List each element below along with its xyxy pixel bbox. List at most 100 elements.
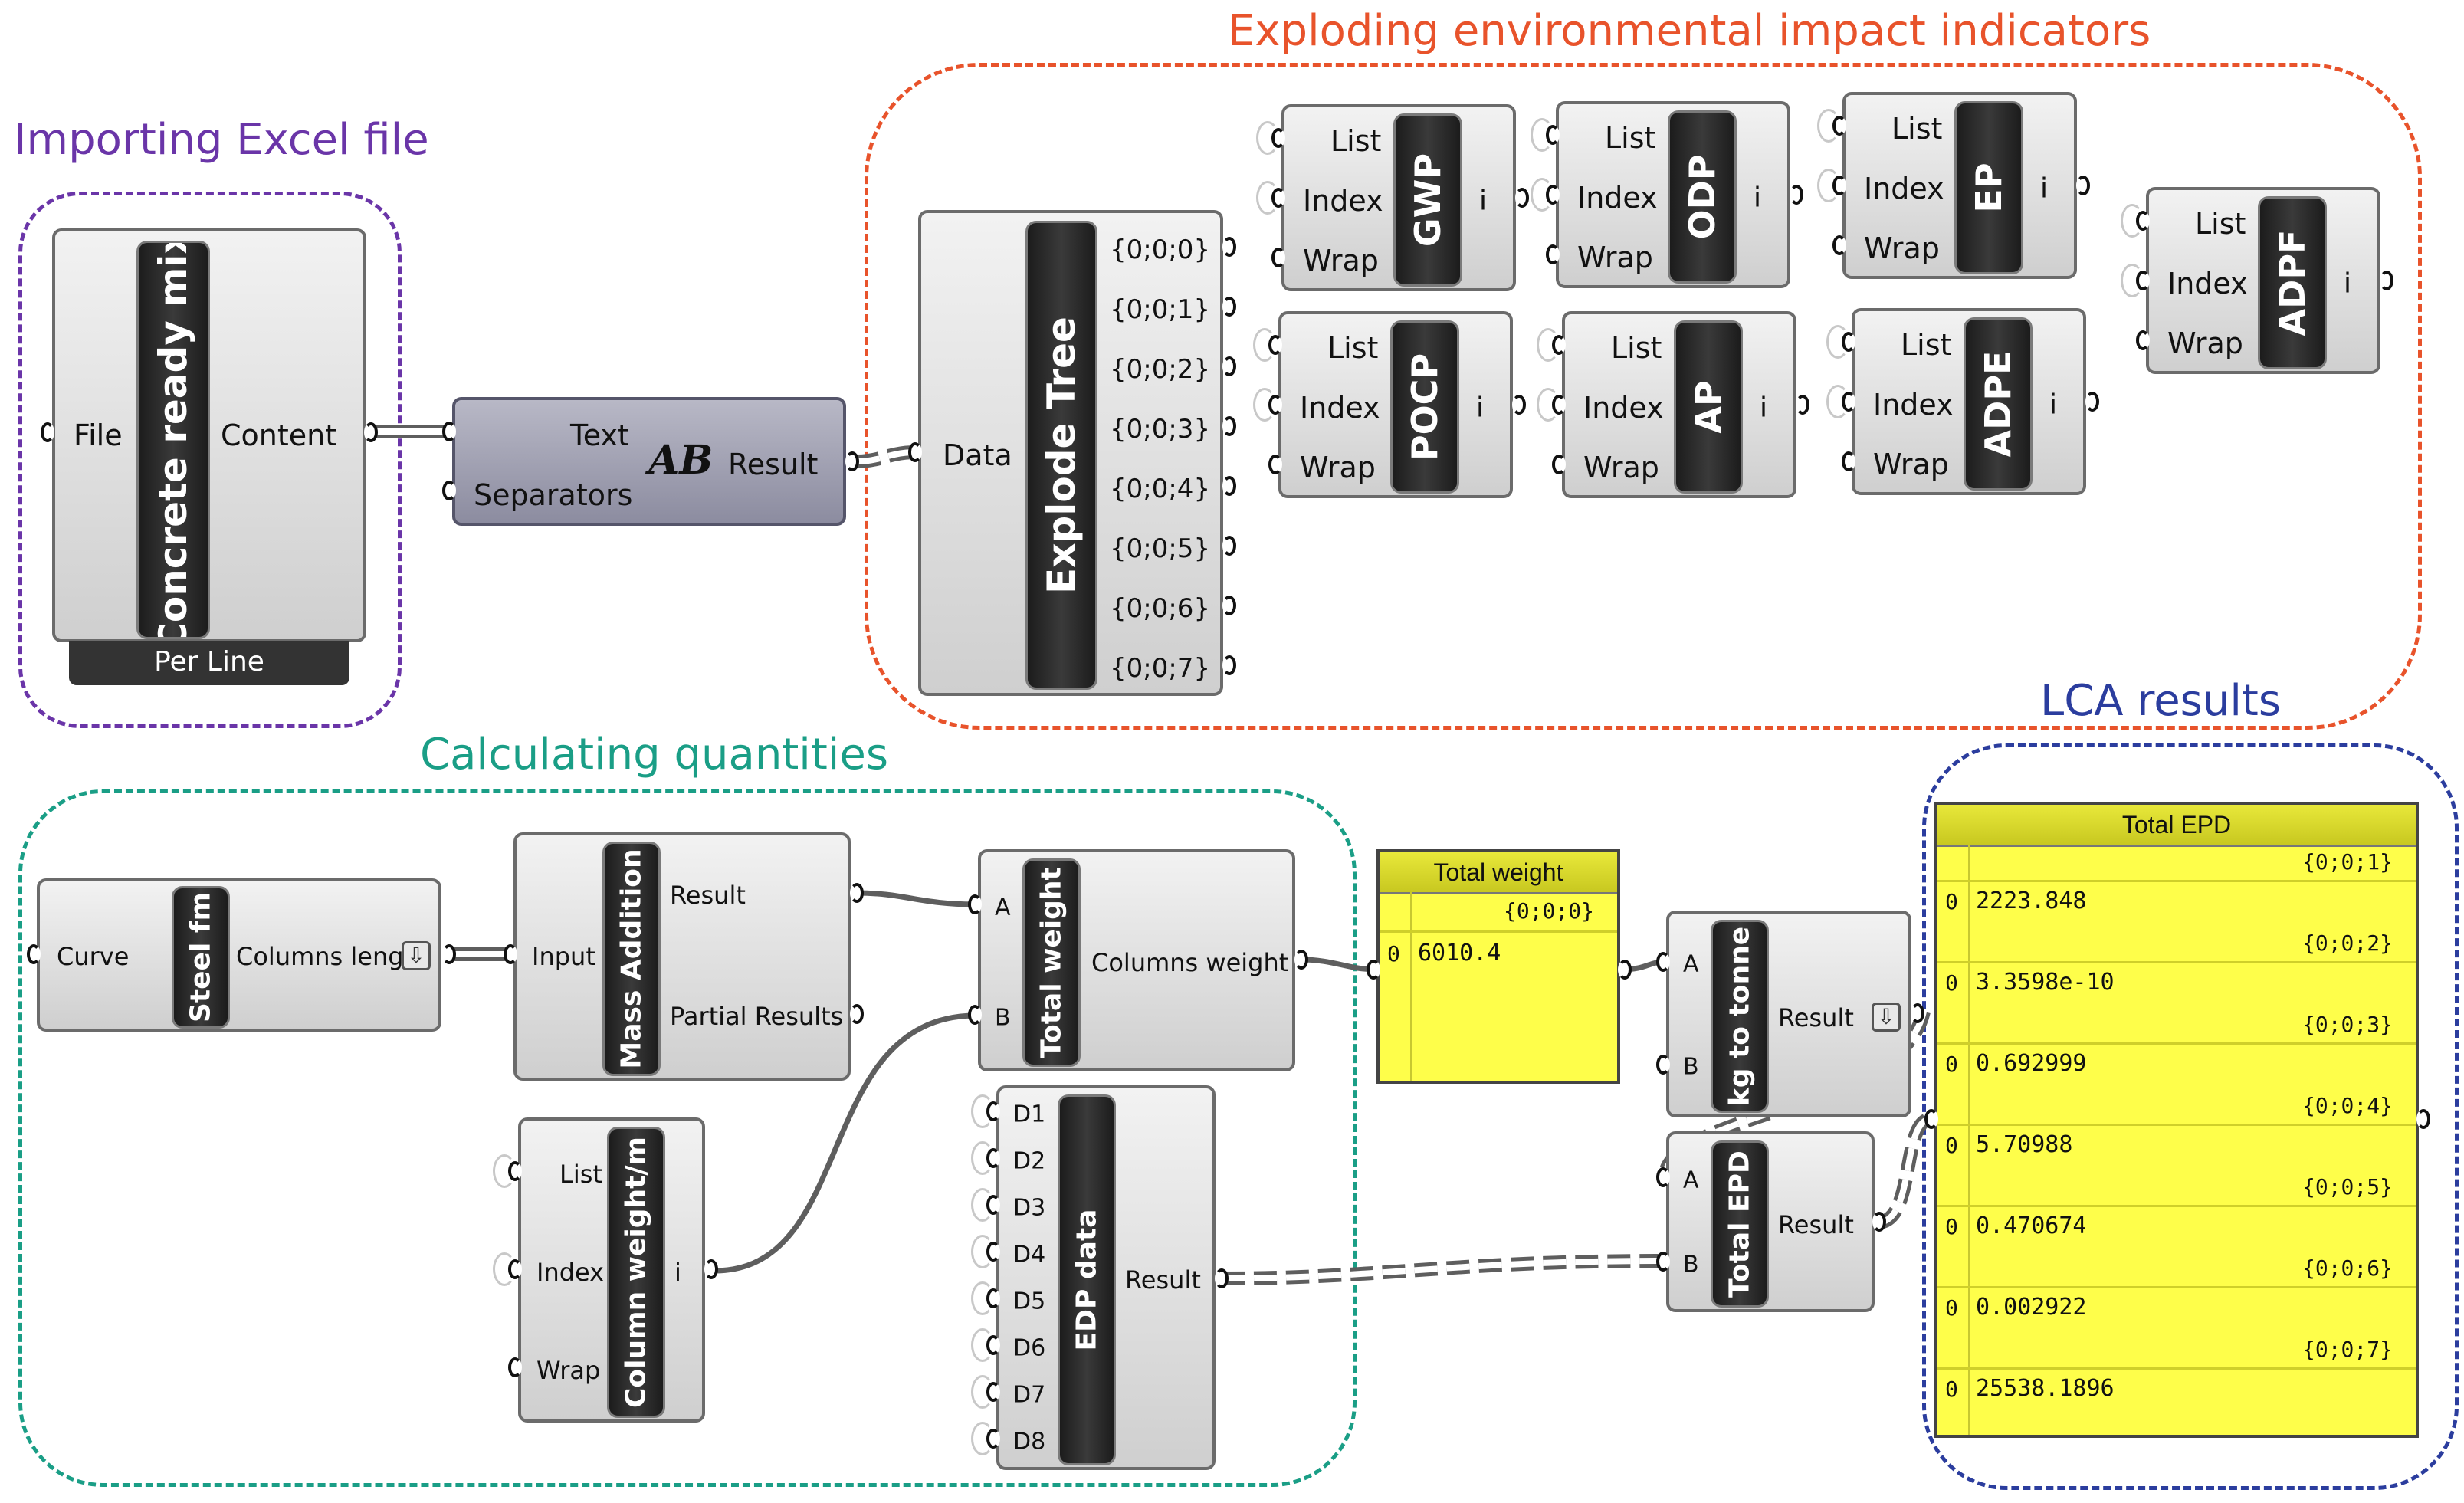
epd-b-port[interactable] bbox=[1656, 1252, 1670, 1272]
ap-output-port[interactable] bbox=[1796, 395, 1809, 415]
colweight-wrap-port[interactable] bbox=[508, 1357, 522, 1377]
adpf-list-port[interactable] bbox=[2136, 211, 2150, 231]
group-import[interactable] bbox=[18, 192, 402, 728]
ep-wrap-port[interactable] bbox=[1832, 235, 1846, 255]
tw-output-label: Columns weight bbox=[1091, 948, 1289, 977]
curve-input-port[interactable] bbox=[27, 944, 41, 964]
separators-input-port[interactable] bbox=[442, 481, 456, 500]
mass-result-port[interactable] bbox=[850, 883, 864, 903]
kg-to-tonne-component[interactable]: kg to tonne A B Result ⇩ bbox=[1666, 911, 1911, 1117]
tw-a-port[interactable] bbox=[968, 894, 982, 914]
file-input-port[interactable] bbox=[41, 422, 54, 442]
ap-list-port[interactable] bbox=[1552, 335, 1566, 355]
content-output-port[interactable] bbox=[364, 422, 378, 442]
epd-output-port[interactable] bbox=[1872, 1212, 1886, 1232]
list-item-pocp[interactable]: POCP List Index Wrap i bbox=[1278, 311, 1513, 498]
tw-output-port[interactable] bbox=[1294, 950, 1308, 970]
ep-list-port[interactable] bbox=[1832, 116, 1846, 136]
odp-index-port[interactable] bbox=[1546, 185, 1560, 205]
data-input-port[interactable] bbox=[908, 442, 922, 462]
edp-d3-port[interactable] bbox=[986, 1195, 1000, 1215]
edp-d5-port[interactable] bbox=[986, 1288, 1000, 1308]
kg-a-port[interactable] bbox=[1656, 952, 1670, 972]
panel-epd-input-port[interactable] bbox=[1924, 1109, 1938, 1129]
list-item-adpe[interactable]: ADPE List Index Wrap i bbox=[1852, 308, 2086, 495]
tw-b-port[interactable] bbox=[968, 1005, 982, 1025]
ep-output-label: i bbox=[2040, 172, 2049, 205]
edp-d4-port[interactable] bbox=[986, 1242, 1000, 1262]
pocp-list-port[interactable] bbox=[1268, 335, 1282, 355]
column-weight-component[interactable]: Column weight/m List Index Wrap i bbox=[518, 1117, 705, 1423]
explode-out-port-4[interactable] bbox=[1222, 476, 1236, 496]
text-split-component[interactable]: Text Separators AB Result bbox=[452, 397, 846, 526]
text-input-port[interactable] bbox=[442, 422, 456, 441]
adpe-output-port[interactable] bbox=[2085, 392, 2099, 412]
columns-length-port[interactable] bbox=[442, 944, 456, 964]
adpe-index-port[interactable] bbox=[1842, 392, 1855, 412]
kg-output-port[interactable] bbox=[1911, 1003, 1924, 1023]
explode-out-port-7[interactable] bbox=[1222, 655, 1236, 675]
edp-d7-port[interactable] bbox=[986, 1382, 1000, 1402]
list-item-ap[interactable]: AP List Index Wrap i bbox=[1562, 311, 1796, 498]
total-epd-panel[interactable]: Total EPD {0;0;1} 0 2223.848 {0;0;2} 0 3… bbox=[1934, 802, 2419, 1438]
edp-d8-port[interactable] bbox=[986, 1429, 1000, 1449]
pocp-index-port[interactable] bbox=[1268, 395, 1282, 415]
adpf-output-port[interactable] bbox=[2380, 271, 2393, 290]
gwp-list-port[interactable] bbox=[1271, 128, 1285, 148]
ap-wrap-port[interactable] bbox=[1552, 455, 1566, 474]
group-explode[interactable] bbox=[865, 63, 2422, 730]
edp-output-port[interactable] bbox=[1215, 1268, 1229, 1288]
colweight-index-port[interactable] bbox=[508, 1259, 522, 1279]
group-quantities[interactable] bbox=[18, 789, 1357, 1487]
list-item-gwp[interactable]: GWP List Index Wrap i bbox=[1281, 104, 1516, 291]
odp-output-port[interactable] bbox=[1790, 185, 1803, 205]
edp-d2-port[interactable] bbox=[986, 1148, 1000, 1168]
odp-list-port[interactable] bbox=[1546, 125, 1560, 145]
ep-output-port[interactable] bbox=[2076, 176, 2090, 195]
excel-reader-component[interactable]: Concrete ready mix File Content bbox=[52, 228, 366, 642]
epd-a-port[interactable] bbox=[1656, 1167, 1670, 1187]
adpf-wrap-port[interactable] bbox=[2136, 330, 2150, 350]
colweight-list-port[interactable] bbox=[508, 1161, 522, 1181]
mass-addition-component[interactable]: Mass Addition Input Result Partial Resul… bbox=[513, 832, 851, 1081]
explode-out-port-2[interactable] bbox=[1222, 356, 1236, 376]
mass-partial-port[interactable] bbox=[850, 1004, 864, 1024]
pocp-wrap-port[interactable] bbox=[1268, 455, 1282, 474]
panel-weight-input-port[interactable] bbox=[1367, 960, 1380, 980]
mass-input-port[interactable] bbox=[504, 944, 517, 964]
explode-out-port-3[interactable] bbox=[1222, 416, 1236, 436]
ap-index-port[interactable] bbox=[1552, 395, 1566, 415]
ep-index-port[interactable] bbox=[1832, 176, 1846, 195]
adpf-index-port[interactable] bbox=[2136, 271, 2150, 290]
colweight-output-port[interactable] bbox=[704, 1259, 718, 1279]
panel-epd-output-port[interactable] bbox=[2416, 1109, 2430, 1129]
kg-b-port[interactable] bbox=[1656, 1055, 1670, 1075]
odp-wrap-port[interactable] bbox=[1546, 244, 1560, 264]
gwp-output-port[interactable] bbox=[1515, 188, 1529, 208]
explode-out-port-0[interactable] bbox=[1222, 237, 1236, 257]
excel-footer[interactable]: Per Line bbox=[69, 641, 349, 685]
explode-out-port-6[interactable] bbox=[1222, 596, 1236, 615]
list-item-adpf[interactable]: ADPF List Index Wrap i bbox=[2146, 187, 2380, 374]
adpe-wrap-port[interactable] bbox=[1842, 451, 1855, 471]
edp-data-component[interactable]: EDP data D1 D2 D3 D4 D5 D6 D7 D8 Result bbox=[996, 1085, 1216, 1470]
epd-row-2-path: {0;0;3} bbox=[2302, 1012, 2393, 1037]
edp-d1-port[interactable] bbox=[986, 1101, 1000, 1121]
panel-weight-output-port[interactable] bbox=[1618, 960, 1632, 980]
list-item-odp[interactable]: ODP List Index Wrap i bbox=[1556, 101, 1790, 288]
total-weight-component[interactable]: Total weight A B Columns weight bbox=[978, 849, 1295, 1071]
total-epd-component[interactable]: Total EPD A B Result bbox=[1666, 1131, 1875, 1312]
explode-out-port-1[interactable] bbox=[1222, 297, 1236, 317]
adpe-list-port[interactable] bbox=[1842, 332, 1855, 352]
list-item-ep[interactable]: EP List Index Wrap i bbox=[1842, 92, 2077, 279]
explode-tree-component[interactable]: Explode Tree Data {0;0;0} {0;0;1} {0;0;2… bbox=[918, 210, 1223, 696]
edp-d6-port[interactable] bbox=[986, 1335, 1000, 1355]
explode-out-port-5[interactable] bbox=[1222, 536, 1236, 556]
gwp-index-port[interactable] bbox=[1271, 188, 1285, 208]
total-weight-panel[interactable]: Total weight {0;0;0} 0 6010.4 bbox=[1376, 849, 1620, 1084]
pocp-output-port[interactable] bbox=[1512, 395, 1526, 415]
steel-curve-component[interactable]: Steel fm Curve Columns length ⇩ bbox=[37, 878, 441, 1032]
split-output-port[interactable] bbox=[845, 451, 859, 471]
gwp-wrap-port[interactable] bbox=[1271, 248, 1285, 267]
